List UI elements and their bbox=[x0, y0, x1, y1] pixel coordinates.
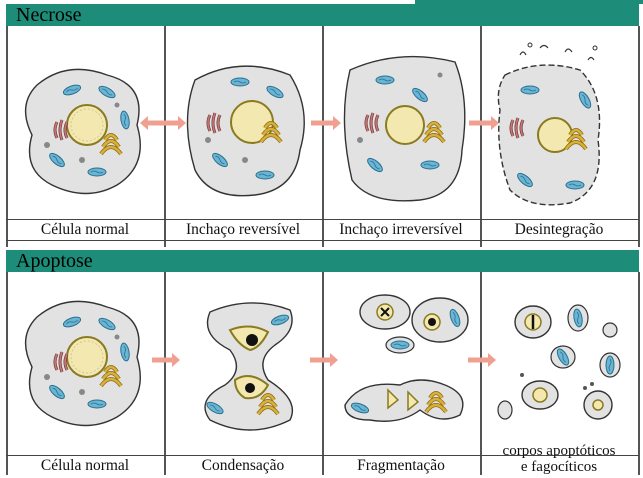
apoptose-normal-cell bbox=[26, 301, 141, 425]
arrow-icon bbox=[310, 353, 338, 367]
necrose-swollen-cell bbox=[188, 66, 305, 196]
apoptose-fragmentation-cells bbox=[345, 295, 468, 421]
arrow-icon bbox=[140, 116, 186, 130]
arrow-icon bbox=[311, 116, 341, 130]
arrow-icon bbox=[469, 116, 499, 130]
necrose-irreversible-cell bbox=[344, 57, 464, 201]
necrose-normal-cell bbox=[26, 69, 141, 193]
arrow-icon bbox=[152, 353, 180, 367]
necrose-disintegrating-cell bbox=[498, 43, 599, 205]
apoptose-condensation-cell bbox=[205, 303, 292, 430]
arrow-icon bbox=[468, 353, 496, 367]
apoptotic-bodies bbox=[498, 305, 620, 419]
